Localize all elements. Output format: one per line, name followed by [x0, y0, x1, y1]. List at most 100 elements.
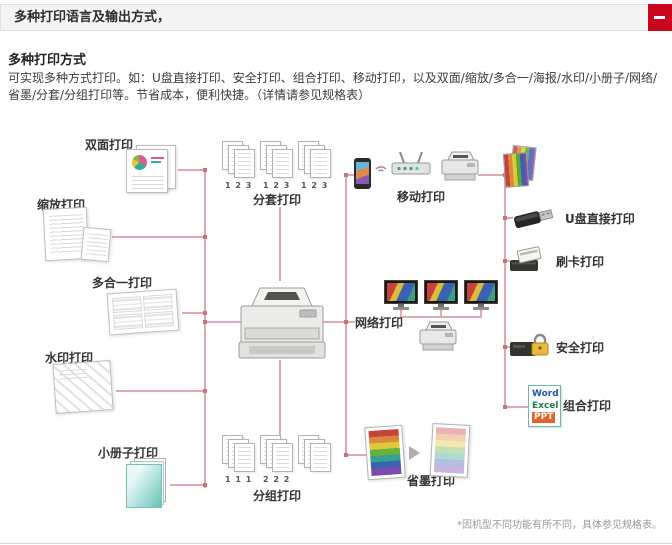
connector-line: [347, 321, 355, 323]
monitor-icon: [464, 280, 498, 310]
duplex-print-illustration: [126, 145, 180, 193]
office-files-icon: Word Excel PPT: [528, 385, 561, 427]
minus-icon: [654, 16, 665, 19]
group-set: [298, 435, 332, 485]
connector-line: [204, 169, 206, 488]
label-network-print: 网络打印: [355, 316, 404, 330]
group-digits: 2 2 2: [263, 475, 291, 484]
watermark-document-icon: [52, 360, 114, 414]
card-reader-icon: [510, 246, 542, 271]
zoom-print-illustration: [42, 206, 112, 264]
smartphone-icon: [354, 158, 371, 189]
document-chart-icon: [126, 149, 168, 193]
collate-set: 1 2 3: [260, 141, 294, 191]
subsection-heading: 多种打印方式: [8, 53, 87, 68]
connector-line: [400, 316, 482, 318]
connector-line: [178, 169, 204, 171]
footnote: *因机型不同功能有所不同，具体参见规格表。: [457, 520, 662, 531]
junction-node: [503, 216, 507, 220]
group-set: 1 1 1: [222, 435, 256, 485]
router-icon: [391, 151, 431, 175]
ink-save-doc-light: [429, 423, 471, 478]
connector-line: [440, 310, 442, 317]
junction-node: [203, 320, 207, 324]
arrow-right-icon: [409, 446, 420, 460]
label-n-in-1-print: 多合一打印: [92, 276, 153, 290]
connector-line: [345, 174, 347, 456]
color-doc-front: [502, 152, 530, 188]
connector-line: [347, 174, 355, 176]
connector-line: [506, 406, 528, 408]
junction-node: [503, 259, 507, 263]
label-card-print: 刷卡打印: [556, 255, 605, 269]
label-ink-save-print: 省墨打印: [407, 474, 456, 488]
collapse-button[interactable]: [648, 4, 672, 31]
junction-node: [203, 483, 207, 487]
ppt-label: PPT: [532, 411, 556, 423]
grid-document-icon: [106, 288, 180, 336]
n-in-1-print-illustration: [106, 288, 182, 336]
collate-digits: 1 2 3: [225, 181, 253, 190]
connector-line: [506, 260, 510, 262]
connector-line: [400, 310, 402, 317]
collate-digits: 1 2 3: [263, 181, 291, 190]
label-booklet-print: 小册子打印: [98, 446, 159, 460]
junction-node: [203, 311, 207, 315]
collate-set: 1 2 3: [222, 141, 256, 191]
printer-icon: [238, 287, 326, 359]
group-digits: 1 1 1: [225, 475, 253, 484]
monitor-screen: [467, 283, 495, 301]
color-output-docs: [502, 144, 538, 192]
label-duplex-print: 双面打印: [85, 138, 134, 152]
connector-line: [206, 321, 242, 323]
connector-line: [323, 321, 345, 323]
junction-node: [503, 345, 507, 349]
connector-line: [116, 390, 204, 392]
usb-drive-icon: [514, 209, 554, 228]
monitor-icon: [424, 280, 458, 310]
small-document-icon: [80, 226, 112, 263]
connector-line: [347, 454, 367, 456]
junction-node: [344, 453, 348, 457]
connector-line: [506, 346, 510, 348]
monitor-screen: [427, 283, 455, 301]
label-usb-direct-print: U盘直接打印: [565, 212, 635, 226]
excel-label: Excel: [532, 400, 559, 411]
watermark-print-illustration: [52, 360, 118, 416]
mobile-printer-icon: [441, 151, 479, 181]
label-combine-print: 组合打印: [563, 399, 612, 413]
junction-node: [203, 389, 207, 393]
connector-line: [279, 360, 281, 435]
label-mobile-print: 移动打印: [397, 190, 446, 204]
connector-line: [112, 236, 204, 238]
word-label: Word: [532, 389, 559, 400]
collate-set: 1 2 3: [298, 141, 332, 191]
section-header-bar: 多种打印语言及输出方式，: [0, 4, 672, 31]
section-title: 多种打印语言及输出方式，: [14, 10, 171, 25]
connector-line: [182, 312, 204, 314]
connector-line: [279, 207, 281, 281]
connector-line: [480, 310, 482, 317]
collate-print-illustration: 1 2 3 1 2 3 1 2 3: [222, 141, 334, 193]
label-group-print: 分组打印: [253, 489, 302, 503]
junction-node: [344, 173, 348, 177]
collate-digits: 1 2 3: [301, 181, 329, 190]
junction-node: [503, 405, 507, 409]
junction-node: [344, 320, 348, 324]
connector-line: [504, 174, 506, 407]
junction-node: [203, 168, 207, 172]
booklet-illustration: [126, 458, 170, 510]
color-bars: [368, 429, 402, 476]
intro-paragraph: 可实现多种方式打印。如：U盘直接打印、安全打印、组合打印、移动打印，以及双面/缩…: [8, 71, 658, 102]
color-bars: [433, 427, 467, 474]
label-collate-print: 分套打印: [253, 193, 302, 207]
pie-chart-icon: [132, 155, 147, 170]
connector-line: [170, 484, 204, 486]
connector-line: [506, 217, 513, 219]
label-secure-print: 安全打印: [556, 341, 605, 355]
bottom-divider: [0, 543, 672, 544]
network-printer-icon: [419, 321, 457, 351]
ink-save-doc-full: [364, 424, 406, 481]
group-set: 2 2 2: [260, 435, 294, 485]
